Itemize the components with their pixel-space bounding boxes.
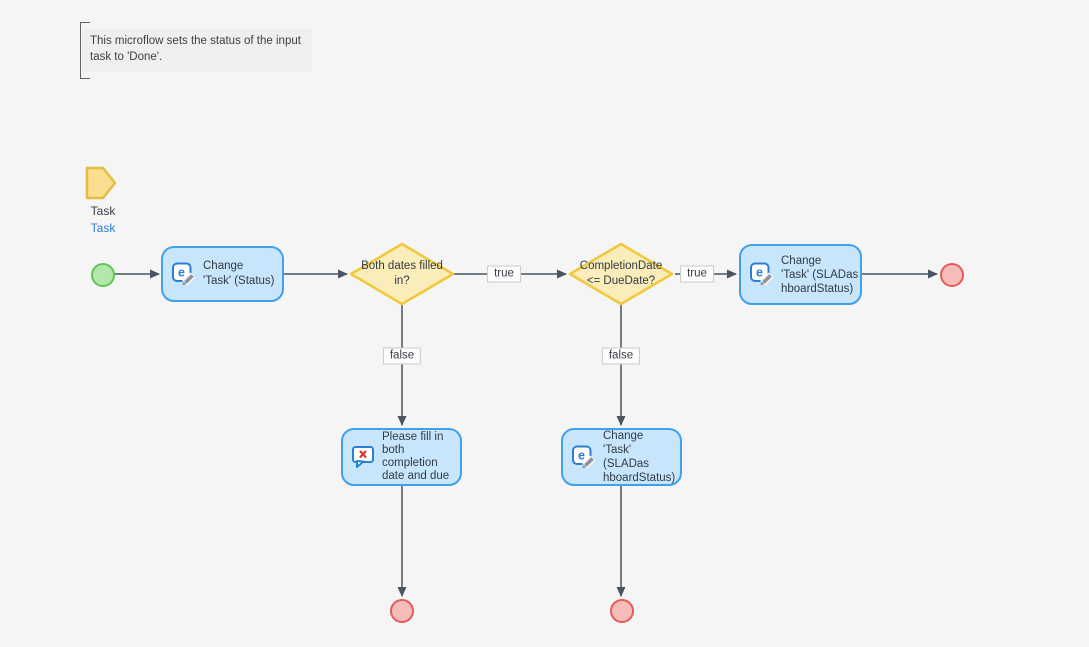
activity-change-task-sla-bottom[interactable]: e Change 'Task' (SLADas hboardStatus): [561, 428, 682, 486]
svg-text:e: e: [578, 448, 585, 462]
annotation-bracket: [80, 22, 90, 79]
activity-label: Change 'Task' (Status): [203, 260, 275, 287]
decision-label: Both dates filled in?: [361, 260, 443, 287]
activity-change-task-status[interactable]: e Change 'Task' (Status): [161, 246, 284, 302]
annotation-body: This microflow sets the status of the in…: [82, 29, 312, 72]
activity-label: Please fill in both completion date and …: [382, 431, 450, 482]
activity-label: Change 'Task' (SLADas hboardStatus): [603, 430, 676, 484]
show-message-icon: [352, 446, 374, 468]
change-object-icon: e: [172, 262, 196, 286]
end-event-icon[interactable]: [940, 263, 964, 287]
start-event-icon[interactable]: [91, 263, 115, 287]
edge-label-true-1[interactable]: true: [487, 265, 521, 283]
decision-completion-due[interactable]: CompletionDate <= DueDate?: [568, 242, 674, 306]
svg-text:e: e: [756, 266, 763, 280]
annotation-note[interactable]: This microflow sets the status of the in…: [80, 22, 314, 79]
change-object-icon: e: [750, 262, 774, 286]
svg-text:e: e: [178, 265, 185, 279]
parameter-pentagon-icon[interactable]: [85, 166, 117, 200]
end-event-icon[interactable]: [610, 599, 634, 623]
edge-label-false-1[interactable]: false: [382, 347, 422, 365]
end-event-icon[interactable]: [390, 599, 414, 623]
decision-diamond-icon: [349, 242, 455, 306]
parameter-name: Task: [90, 204, 116, 218]
decision-diamond-icon: [568, 242, 674, 306]
decision-label: CompletionDate <= DueDate?: [579, 260, 663, 287]
decision-both-dates[interactable]: Both dates filled in?: [349, 242, 455, 306]
activity-show-message[interactable]: Please fill in both completion date and …: [341, 428, 462, 486]
change-object-icon: e: [572, 445, 596, 469]
parameter-type[interactable]: Task: [90, 221, 116, 235]
edge-label-false-2[interactable]: false: [601, 347, 641, 365]
activity-change-task-sla-top[interactable]: e Change 'Task' (SLADas hboardStatus): [739, 244, 862, 305]
edge-label-true-2[interactable]: true: [680, 265, 714, 283]
annotation-text: This microflow sets the status of the in…: [90, 35, 301, 63]
activity-label: Change 'Task' (SLADas hboardStatus): [781, 254, 859, 295]
